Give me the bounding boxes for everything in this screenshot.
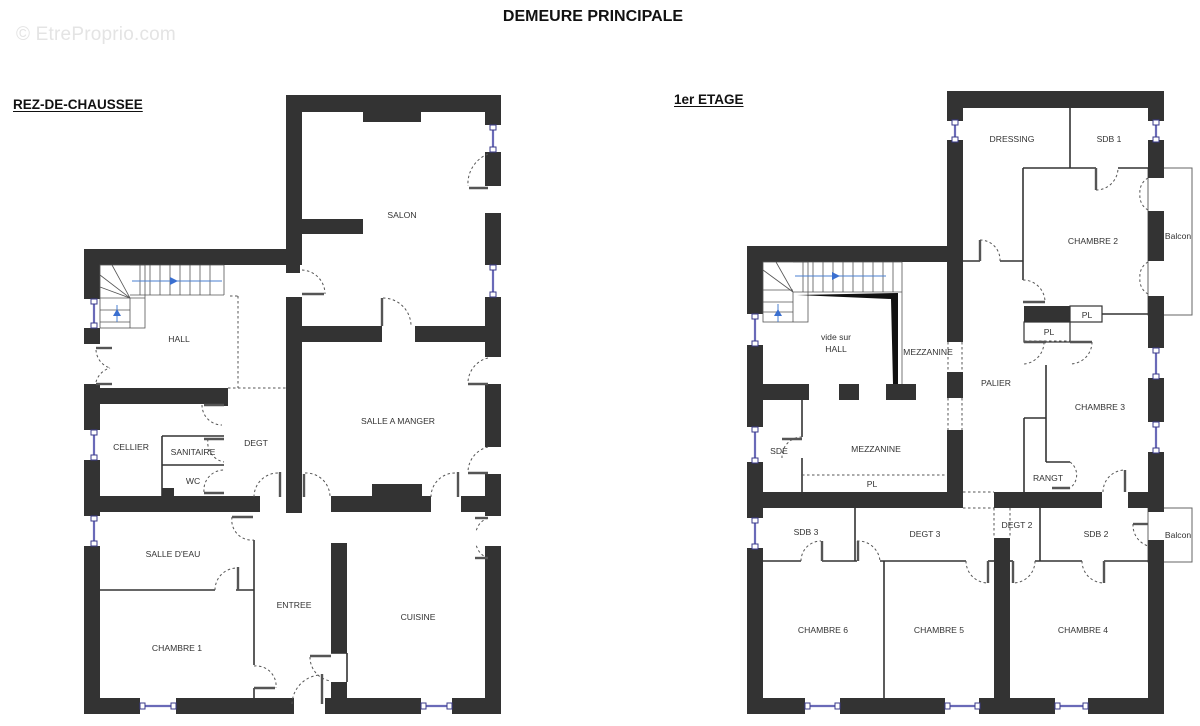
staircase-first <box>762 261 903 384</box>
plan-title: DEMEURE PRINCIPALE <box>502 8 684 25</box>
room-label-chambre-6: CHAMBRE 6 <box>798 625 848 635</box>
windows-first <box>751 119 1160 710</box>
room-label-degt-3: DEGT 3 <box>910 529 941 539</box>
room-label-pl-2: PL <box>1044 327 1055 337</box>
room-label-chambre-1: CHAMBRE 1 <box>152 643 202 653</box>
room-label-dressing: DRESSING <box>990 134 1035 144</box>
room-label-sanitaire: SANITAIRE <box>171 447 216 457</box>
room-label-sdb-2: SDB 2 <box>1084 529 1109 539</box>
room-label-mezzanine-lower: MEZZANINE <box>851 444 901 454</box>
room-label-rangt: RANGT <box>1033 473 1064 483</box>
room-label-pl-mezzanine: PL <box>867 479 878 489</box>
room-label-degt-2: DEGT 2 <box>1002 520 1033 530</box>
room-label-sde: SDE <box>770 446 788 456</box>
first-floor-plan: DRESSING SDB 1 CHAMBRE 2 Balcon vide sur… <box>747 91 1193 714</box>
room-label-vide-sur: vide sur <box>821 332 851 342</box>
room-label-sdb-3: SDB 3 <box>794 527 819 537</box>
room-label-salle-deau: SALLE D'EAU <box>146 549 201 559</box>
watermark: © EtreProprio.com <box>16 24 176 45</box>
room-label-mezzanine-upper: MEZZANINE <box>903 347 953 357</box>
room-label-salle-a-manger: SALLE A MANGER <box>361 416 435 426</box>
room-label-palier: PALIER <box>981 378 1011 388</box>
first-floor-title: 1er ETAGE <box>674 92 744 107</box>
room-label-balcon-top: Balcon <box>1165 231 1191 241</box>
room-label-entree: ENTREE <box>277 600 312 610</box>
windows-ground <box>90 124 497 710</box>
ground-floor-plan: SALON HALL CELLIER SANITAIRE WC DEGT SAL… <box>84 95 501 714</box>
room-label-degt: DEGT <box>244 438 269 448</box>
room-label-wc: WC <box>186 476 200 486</box>
room-label-balcon-bottom: Balcon <box>1165 530 1191 540</box>
room-label-hall: HALL <box>168 334 190 344</box>
room-label-salon: SALON <box>387 210 416 220</box>
ground-floor-title: REZ-DE-CHAUSSEE <box>13 97 143 112</box>
room-label-cuisine: CUISINE <box>401 612 436 622</box>
doors-first <box>781 167 1149 584</box>
balcony-bottom <box>1147 507 1193 563</box>
doors-ground <box>95 153 489 705</box>
room-label-chambre-4: CHAMBRE 4 <box>1058 625 1108 635</box>
room-label-cellier: CELLIER <box>113 442 149 452</box>
room-label-chambre-2: CHAMBRE 2 <box>1068 236 1118 246</box>
room-label-chambre-3: CHAMBRE 3 <box>1075 402 1125 412</box>
room-label-chambre-5: CHAMBRE 5 <box>914 625 964 635</box>
room-label-pl-1: PL <box>1082 310 1093 320</box>
staircase-ground <box>99 264 225 329</box>
room-label-sdb-1: SDB 1 <box>1097 134 1122 144</box>
room-label-vide-sur-hall: HALL <box>825 344 847 354</box>
